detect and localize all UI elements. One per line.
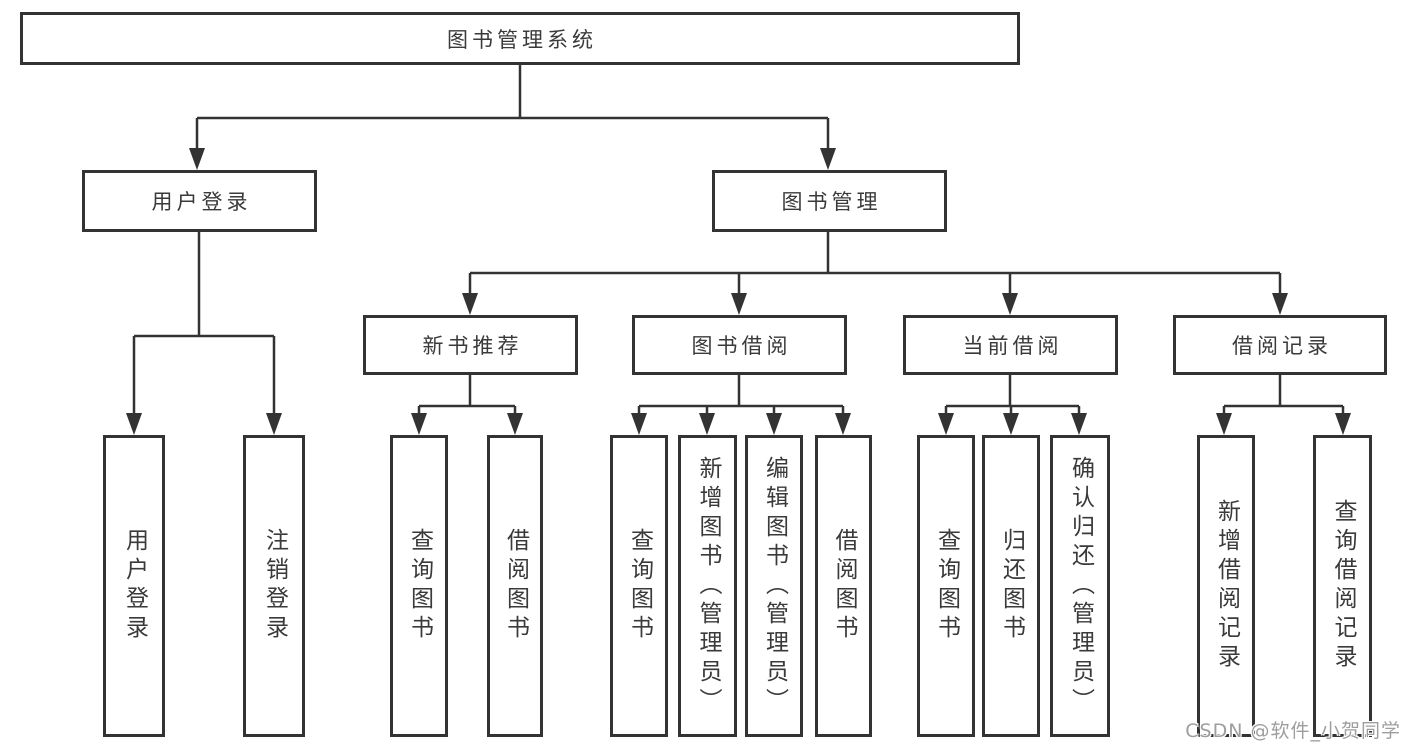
leaf-query-books-recommend-label: 查询图书 xyxy=(406,528,433,644)
node-current-borrow: 当前借阅 xyxy=(903,315,1118,375)
leaf-borrow-books-label: 借阅图书 xyxy=(831,528,857,644)
leaf-confirm-return-admin: 确认归还（管理员） xyxy=(1050,435,1110,737)
node-root-label: 图书管理系统 xyxy=(447,27,597,52)
leaf-add-borrow-record-label: 新增借阅记录 xyxy=(1213,499,1240,673)
leaf-add-books-admin: 新增图书（管理员） xyxy=(678,435,737,737)
leaf-return-books: 归还图书 xyxy=(982,435,1040,737)
node-borrow-records: 借阅记录 xyxy=(1173,315,1387,375)
node-book-management-label: 图书管理 xyxy=(781,190,882,214)
node-user-login: 用户登录 xyxy=(82,170,317,232)
leaf-confirm-return-admin-label: 确认归还（管理员） xyxy=(1067,455,1094,717)
node-book-borrow: 图书借阅 xyxy=(632,315,847,375)
leaf-query-books-borrow: 查询图书 xyxy=(610,435,668,737)
leaf-add-borrow-record: 新增借阅记录 xyxy=(1197,435,1255,737)
node-book-management: 图书管理 xyxy=(712,170,947,232)
leaf-edit-books-admin: 编辑图书（管理员） xyxy=(745,435,803,737)
node-book-borrow-label: 图书借阅 xyxy=(691,334,792,358)
leaf-user-login: 用户登录 xyxy=(103,435,165,737)
leaf-query-borrow-record: 查询借阅记录 xyxy=(1313,435,1372,737)
node-root-system: 图书管理系统 xyxy=(20,12,1020,65)
leaf-borrow-books-recommend: 借阅图书 xyxy=(487,435,543,737)
node-borrow-records-label: 借阅记录 xyxy=(1232,334,1332,358)
leaf-query-borrow-record-label: 查询借阅记录 xyxy=(1330,499,1356,673)
leaf-edit-books-admin-label: 编辑图书（管理员） xyxy=(761,455,788,717)
leaf-add-books-admin-label: 新增图书（管理员） xyxy=(695,455,721,717)
node-user-login-label: 用户登录 xyxy=(151,190,252,214)
leaf-query-books-borrow-label: 查询图书 xyxy=(626,528,653,644)
leaf-logout: 注销登录 xyxy=(243,435,305,737)
csdn-watermark: CSDN @软件_小贺同学 xyxy=(1185,720,1401,742)
node-current-borrow-label: 当前借阅 xyxy=(962,334,1063,358)
leaf-query-books-recommend: 查询图书 xyxy=(390,435,448,737)
leaf-return-books-label: 归还图书 xyxy=(998,528,1025,644)
node-new-book-recommend: 新书推荐 xyxy=(363,315,578,375)
leaf-borrow-books-recommend-label: 借阅图书 xyxy=(502,528,529,644)
leaf-user-login-label: 用户登录 xyxy=(121,528,148,644)
node-new-book-recommend-label: 新书推荐 xyxy=(422,334,523,358)
leaf-query-books-current: 查询图书 xyxy=(917,435,975,737)
leaf-logout-label: 注销登录 xyxy=(261,528,288,644)
leaf-borrow-books: 借阅图书 xyxy=(815,435,872,737)
leaf-query-books-current-label: 查询图书 xyxy=(933,528,960,644)
